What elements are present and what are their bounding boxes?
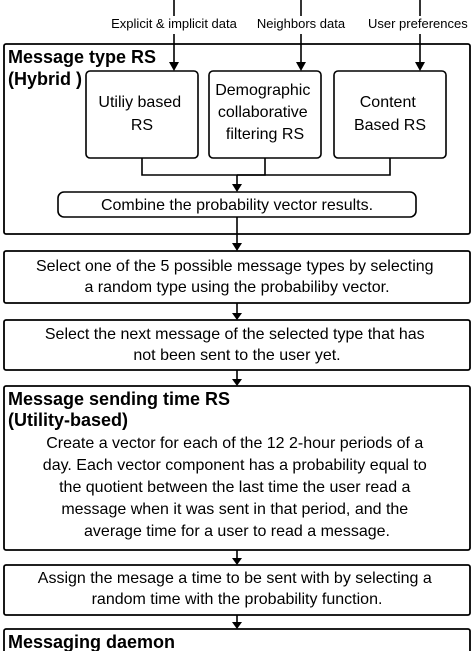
message-sending-time-rs-subtitle: (Utility-based) (8, 410, 128, 430)
arrowhead-to-content (415, 62, 425, 71)
arrowhead-to-utility (169, 62, 179, 71)
arrowhead-to-select-type (232, 243, 242, 251)
arrowhead-to-messaging-daemon (232, 622, 242, 629)
arrowhead-to-sending-time (232, 379, 242, 386)
select-next-message-label: Select the next message of the selected … (45, 326, 429, 364)
demographic-collaborative-rs-label: Demographic collaborative filtering RS (215, 82, 315, 143)
merge-line-content (237, 158, 391, 176)
arrowhead-to-assign-time (232, 558, 242, 565)
merge-line-utility (141, 158, 237, 176)
select-message-type-label: Select one of the 5 possible message typ… (36, 258, 438, 296)
messaging-daemon-title: Messaging daemon (8, 632, 175, 651)
utility-based-rs-label: Utiliy based RS (98, 94, 185, 134)
combine-probability-label: Combine the probability vector results. (101, 197, 373, 214)
arrowhead-to-combine (232, 184, 242, 192)
content-based-rs-label: Content Based RS (354, 94, 426, 134)
arrowhead-to-demographic (296, 62, 306, 71)
message-sending-time-rs-body: Create a vector for each of the 12 2-hou… (43, 435, 431, 540)
input-label-explicit-implicit: Explicit & implicit data (111, 16, 237, 31)
arrowhead-to-select-message (232, 313, 242, 320)
input-label-user-preferences: User preferences (368, 16, 468, 31)
content-based-rs-box (333, 70, 447, 159)
utility-based-rs-box (85, 70, 199, 159)
messaging-daemon-box (3, 628, 471, 651)
message-type-rs-subtitle: (Hybrid ) (8, 69, 82, 89)
input-label-neighbors: Neighbors data (257, 16, 346, 31)
assign-send-time-label: Assign the mesage a time to be sent with… (38, 570, 436, 608)
message-type-rs-title: Message type RS (8, 47, 156, 67)
message-sending-time-rs-title: Message sending time RS (8, 389, 230, 409)
